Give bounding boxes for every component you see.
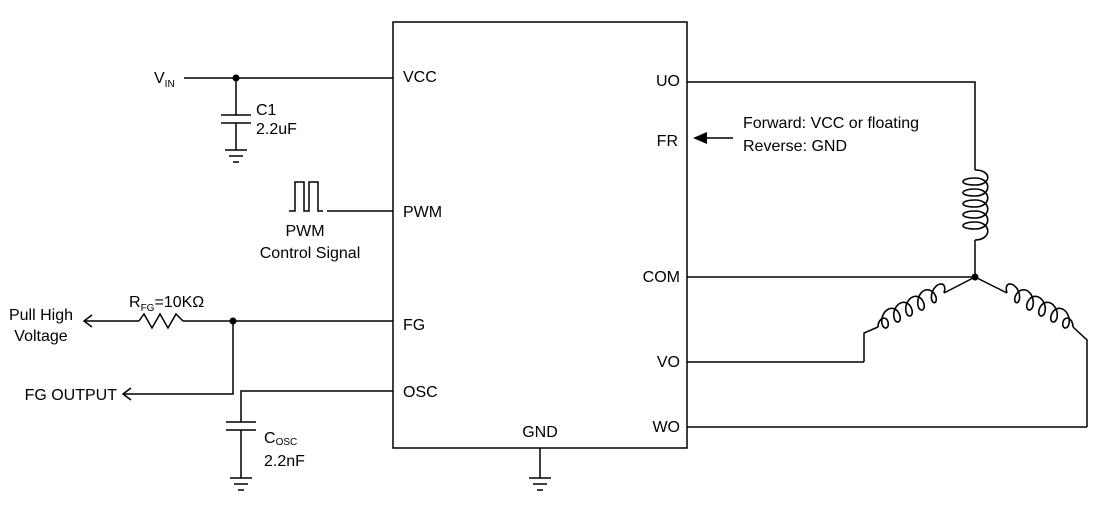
pin-osc-label: OSC	[403, 384, 438, 401]
fg-output-label: FG OUTPUT	[25, 387, 118, 404]
coil-v	[877, 283, 946, 329]
vin-sub: IN	[165, 79, 175, 90]
cosc-sub: OSC	[276, 437, 298, 448]
pin-pwm-label: PWM	[403, 204, 442, 221]
pin-wo-label: WO	[652, 419, 680, 436]
vin-label: VIN	[154, 70, 175, 90]
pull-high-line2: Voltage	[14, 328, 67, 345]
c1-ground-icon	[225, 149, 247, 163]
pwm-signal-line1: PWM	[285, 223, 324, 240]
c1-value: 2.2uF	[256, 121, 297, 138]
uo-wire	[687, 81, 976, 170]
fr-note-line1: Forward: VCC or floating	[743, 115, 919, 132]
coil-v-lead	[943, 276, 976, 294]
pin-gnd-label: GND	[522, 424, 558, 441]
pull-high-line1: Pull High	[9, 307, 73, 324]
cosc-ground-icon	[230, 477, 252, 491]
cosc-main: C	[264, 430, 276, 447]
ic-ground-icon	[529, 448, 551, 491]
fr-note-line2: Reverse: GND	[743, 138, 847, 155]
c1-name: C1	[256, 102, 277, 119]
fg-output-wire	[121, 321, 234, 401]
fg-pullup-wire	[82, 314, 139, 328]
coil-w	[1005, 283, 1074, 329]
pin-uo-label: UO	[656, 73, 680, 90]
pin-vo-label: VO	[657, 354, 680, 371]
pwm-signal-line2: Control Signal	[260, 245, 361, 262]
cosc-capacitor	[226, 421, 256, 478]
fr-arrow-icon	[693, 132, 707, 144]
coil-w-lead	[974, 276, 1008, 294]
rfg-label: RFG=10KΩ	[129, 294, 204, 314]
cosc-value: 2.2nF	[264, 453, 305, 470]
pin-vcc-label: VCC	[403, 69, 437, 86]
cosc-label: COSC	[264, 430, 297, 448]
c1-capacitor	[221, 78, 251, 150]
vin-main: V	[154, 70, 165, 87]
coil-u	[962, 169, 989, 241]
osc-wire	[240, 390, 393, 422]
rfg-sub: FG	[141, 303, 155, 314]
coil-v-wire	[863, 326, 879, 362]
pin-com-label: COM	[643, 269, 680, 286]
pwm-pulse-icon	[289, 181, 323, 212]
pin-fr-label: FR	[657, 133, 678, 150]
rfg-value: =10KΩ	[154, 294, 204, 311]
pin-fg-label: FG	[403, 317, 425, 334]
coil-w-wire	[1072, 326, 1088, 427]
rfg-main: R	[129, 294, 141, 311]
rfg-resistor	[138, 312, 184, 330]
